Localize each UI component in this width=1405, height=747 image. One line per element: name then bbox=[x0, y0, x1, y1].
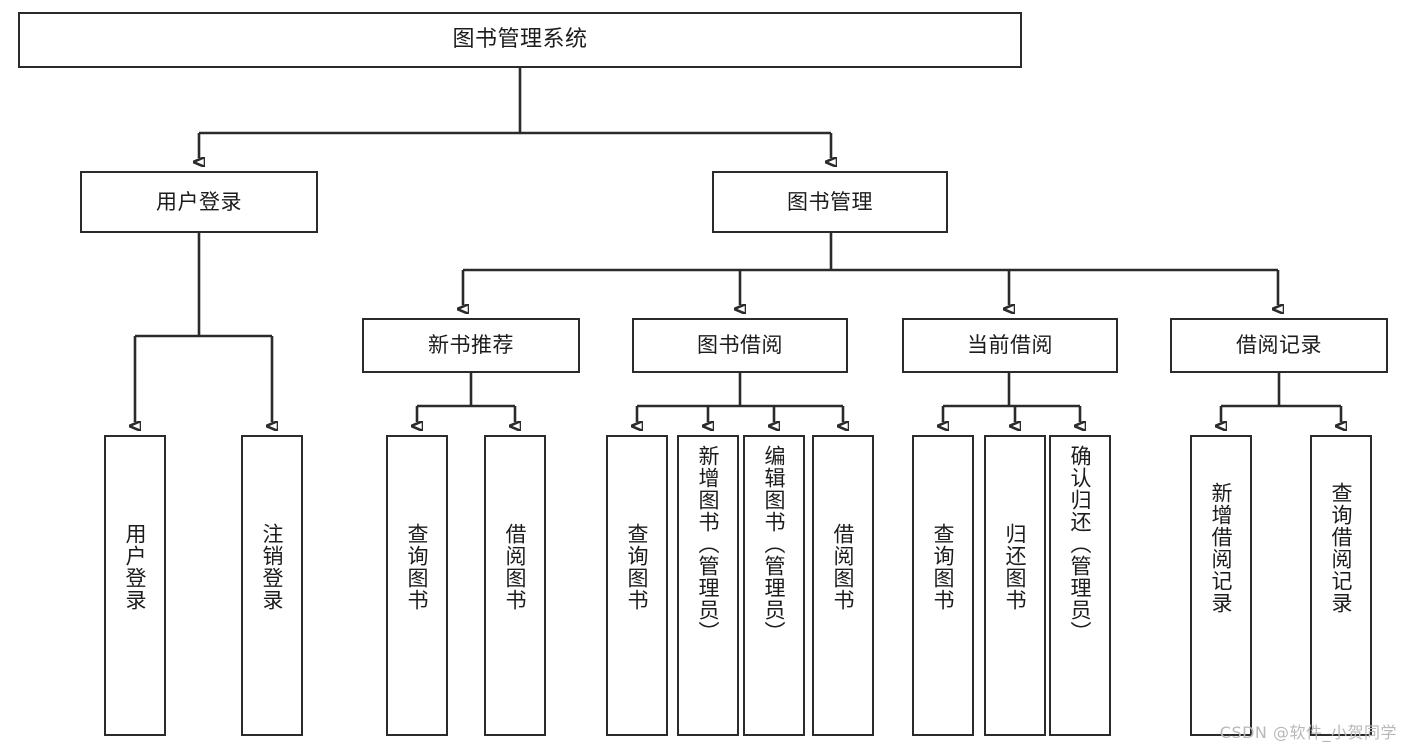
node-leaf-query-book-2[interactable]: 查询图书 bbox=[606, 435, 668, 736]
node-leaf-query-record-label: 查询借阅记录 bbox=[1329, 482, 1354, 614]
node-leaf-logout[interactable]: 注销登录 bbox=[241, 435, 303, 736]
watermark-text: CSDN @软件_小贺同学 bbox=[1219, 723, 1397, 742]
node-current-borrow[interactable]: 当前借阅 bbox=[902, 318, 1118, 373]
node-leaf-add-book-label: 新增图书（管理员） bbox=[696, 445, 721, 643]
node-leaf-confirm-return-label: 确认归还（管理员） bbox=[1068, 445, 1093, 643]
node-leaf-logout-label: 注销登录 bbox=[260, 523, 285, 611]
node-new-book-rec-label: 新书推荐 bbox=[428, 333, 514, 358]
node-leaf-query-book-1[interactable]: 查询图书 bbox=[386, 435, 448, 736]
node-leaf-borrow-book-1[interactable]: 借阅图书 bbox=[484, 435, 546, 736]
node-user-login-label: 用户登录 bbox=[156, 189, 242, 214]
node-book-borrow[interactable]: 图书借阅 bbox=[632, 318, 848, 373]
node-leaf-return-book-label: 归还图书 bbox=[1003, 523, 1028, 611]
node-leaf-query-record[interactable]: 查询借阅记录 bbox=[1310, 435, 1372, 736]
node-leaf-user-login-label: 用户登录 bbox=[123, 523, 148, 611]
node-leaf-add-book[interactable]: 新增图书（管理员） bbox=[677, 435, 739, 736]
node-leaf-edit-book-label: 编辑图书（管理员） bbox=[762, 445, 787, 643]
node-leaf-borrow-book-2-label: 借阅图书 bbox=[831, 523, 856, 611]
node-book-borrow-label: 图书借阅 bbox=[697, 333, 783, 358]
node-root[interactable]: 图书管理系统 bbox=[18, 12, 1022, 68]
node-borrow-record[interactable]: 借阅记录 bbox=[1170, 318, 1388, 373]
node-leaf-return-book[interactable]: 归还图书 bbox=[984, 435, 1046, 736]
node-borrow-record-label: 借阅记录 bbox=[1236, 333, 1322, 358]
node-user-login[interactable]: 用户登录 bbox=[80, 171, 318, 233]
node-leaf-borrow-book-2[interactable]: 借阅图书 bbox=[812, 435, 874, 736]
node-new-book-rec[interactable]: 新书推荐 bbox=[362, 318, 580, 373]
node-leaf-query-book-2-label: 查询图书 bbox=[625, 523, 650, 611]
node-leaf-add-record[interactable]: 新增借阅记录 bbox=[1190, 435, 1252, 736]
node-leaf-add-record-label: 新增借阅记录 bbox=[1209, 482, 1234, 614]
node-leaf-query-book-1-label: 查询图书 bbox=[405, 523, 430, 611]
node-root-label: 图书管理系统 bbox=[452, 27, 588, 53]
node-leaf-query-book-3-label: 查询图书 bbox=[931, 523, 956, 611]
node-current-borrow-label: 当前借阅 bbox=[967, 333, 1053, 358]
node-leaf-user-login[interactable]: 用户登录 bbox=[104, 435, 166, 736]
node-book-manage-label: 图书管理 bbox=[787, 189, 873, 214]
node-leaf-confirm-return[interactable]: 确认归还（管理员） bbox=[1049, 435, 1111, 736]
node-leaf-borrow-book-1-label: 借阅图书 bbox=[503, 523, 528, 611]
node-book-manage[interactable]: 图书管理 bbox=[712, 171, 948, 233]
node-leaf-query-book-3[interactable]: 查询图书 bbox=[912, 435, 974, 736]
node-leaf-edit-book[interactable]: 编辑图书（管理员） bbox=[743, 435, 805, 736]
